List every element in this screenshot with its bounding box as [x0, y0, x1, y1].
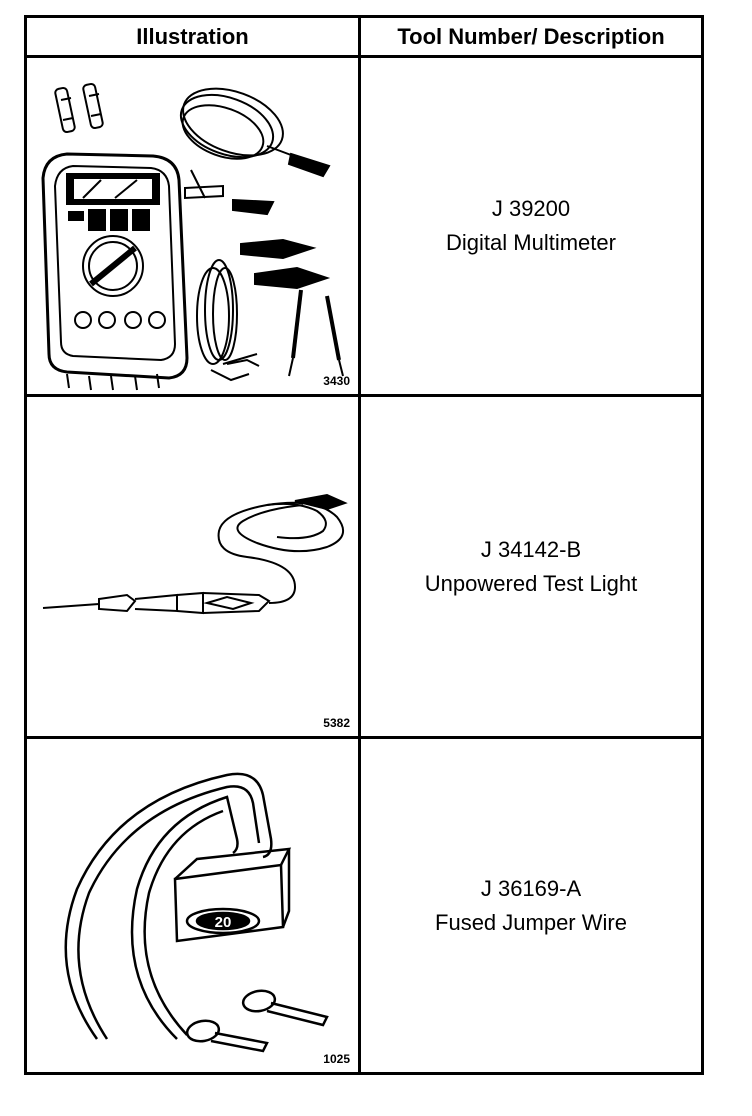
column-divider: [358, 18, 361, 1072]
test-light-illustration: 5382: [27, 397, 358, 736]
tool-table: Illustration Tool Number/ Description: [24, 15, 704, 1075]
multimeter-illustration: 3430: [27, 58, 358, 394]
figure-number: 1025: [323, 1052, 350, 1066]
table-header: Illustration Tool Number/ Description: [27, 18, 701, 58]
jumper-wire-drawing: 20: [64, 772, 329, 1053]
tool-cell: J 34142-B Unpowered Test Light: [361, 397, 701, 736]
figure-number: 5382: [323, 716, 350, 730]
tool-description: Fused Jumper Wire: [435, 909, 627, 935]
tool-cell: J 39200 Digital Multimeter: [361, 58, 701, 394]
tool-description: Digital Multimeter: [446, 230, 616, 255]
tool-number: J 39200: [491, 196, 571, 221]
test-light-drawing: [42, 493, 348, 615]
table-row: 3430 J 39200 Digital Multimeter: [27, 58, 701, 397]
tool-number: J 34142-B: [480, 536, 582, 562]
multimeter-drawing: [41, 82, 344, 391]
header-tool-description: Tool Number/ Description: [397, 24, 665, 49]
header-illustration: Illustration: [136, 24, 249, 49]
tool-cell: J 36169-A Fused Jumper Wire: [361, 739, 701, 1072]
tool-description: Unpowered Test Light: [424, 570, 638, 596]
jumper-wire-illustration: 20 1025: [27, 739, 358, 1072]
table-row: 5382 J 34142-B Unpowered Test Light: [27, 397, 701, 739]
fuse-rating-label: 20: [215, 914, 232, 931]
figure-number: 3430: [323, 374, 350, 388]
tool-number: J 36169-A: [480, 875, 582, 901]
table-row: 20 1025 J 36169-A Fused Jumper Wire: [27, 739, 701, 1072]
